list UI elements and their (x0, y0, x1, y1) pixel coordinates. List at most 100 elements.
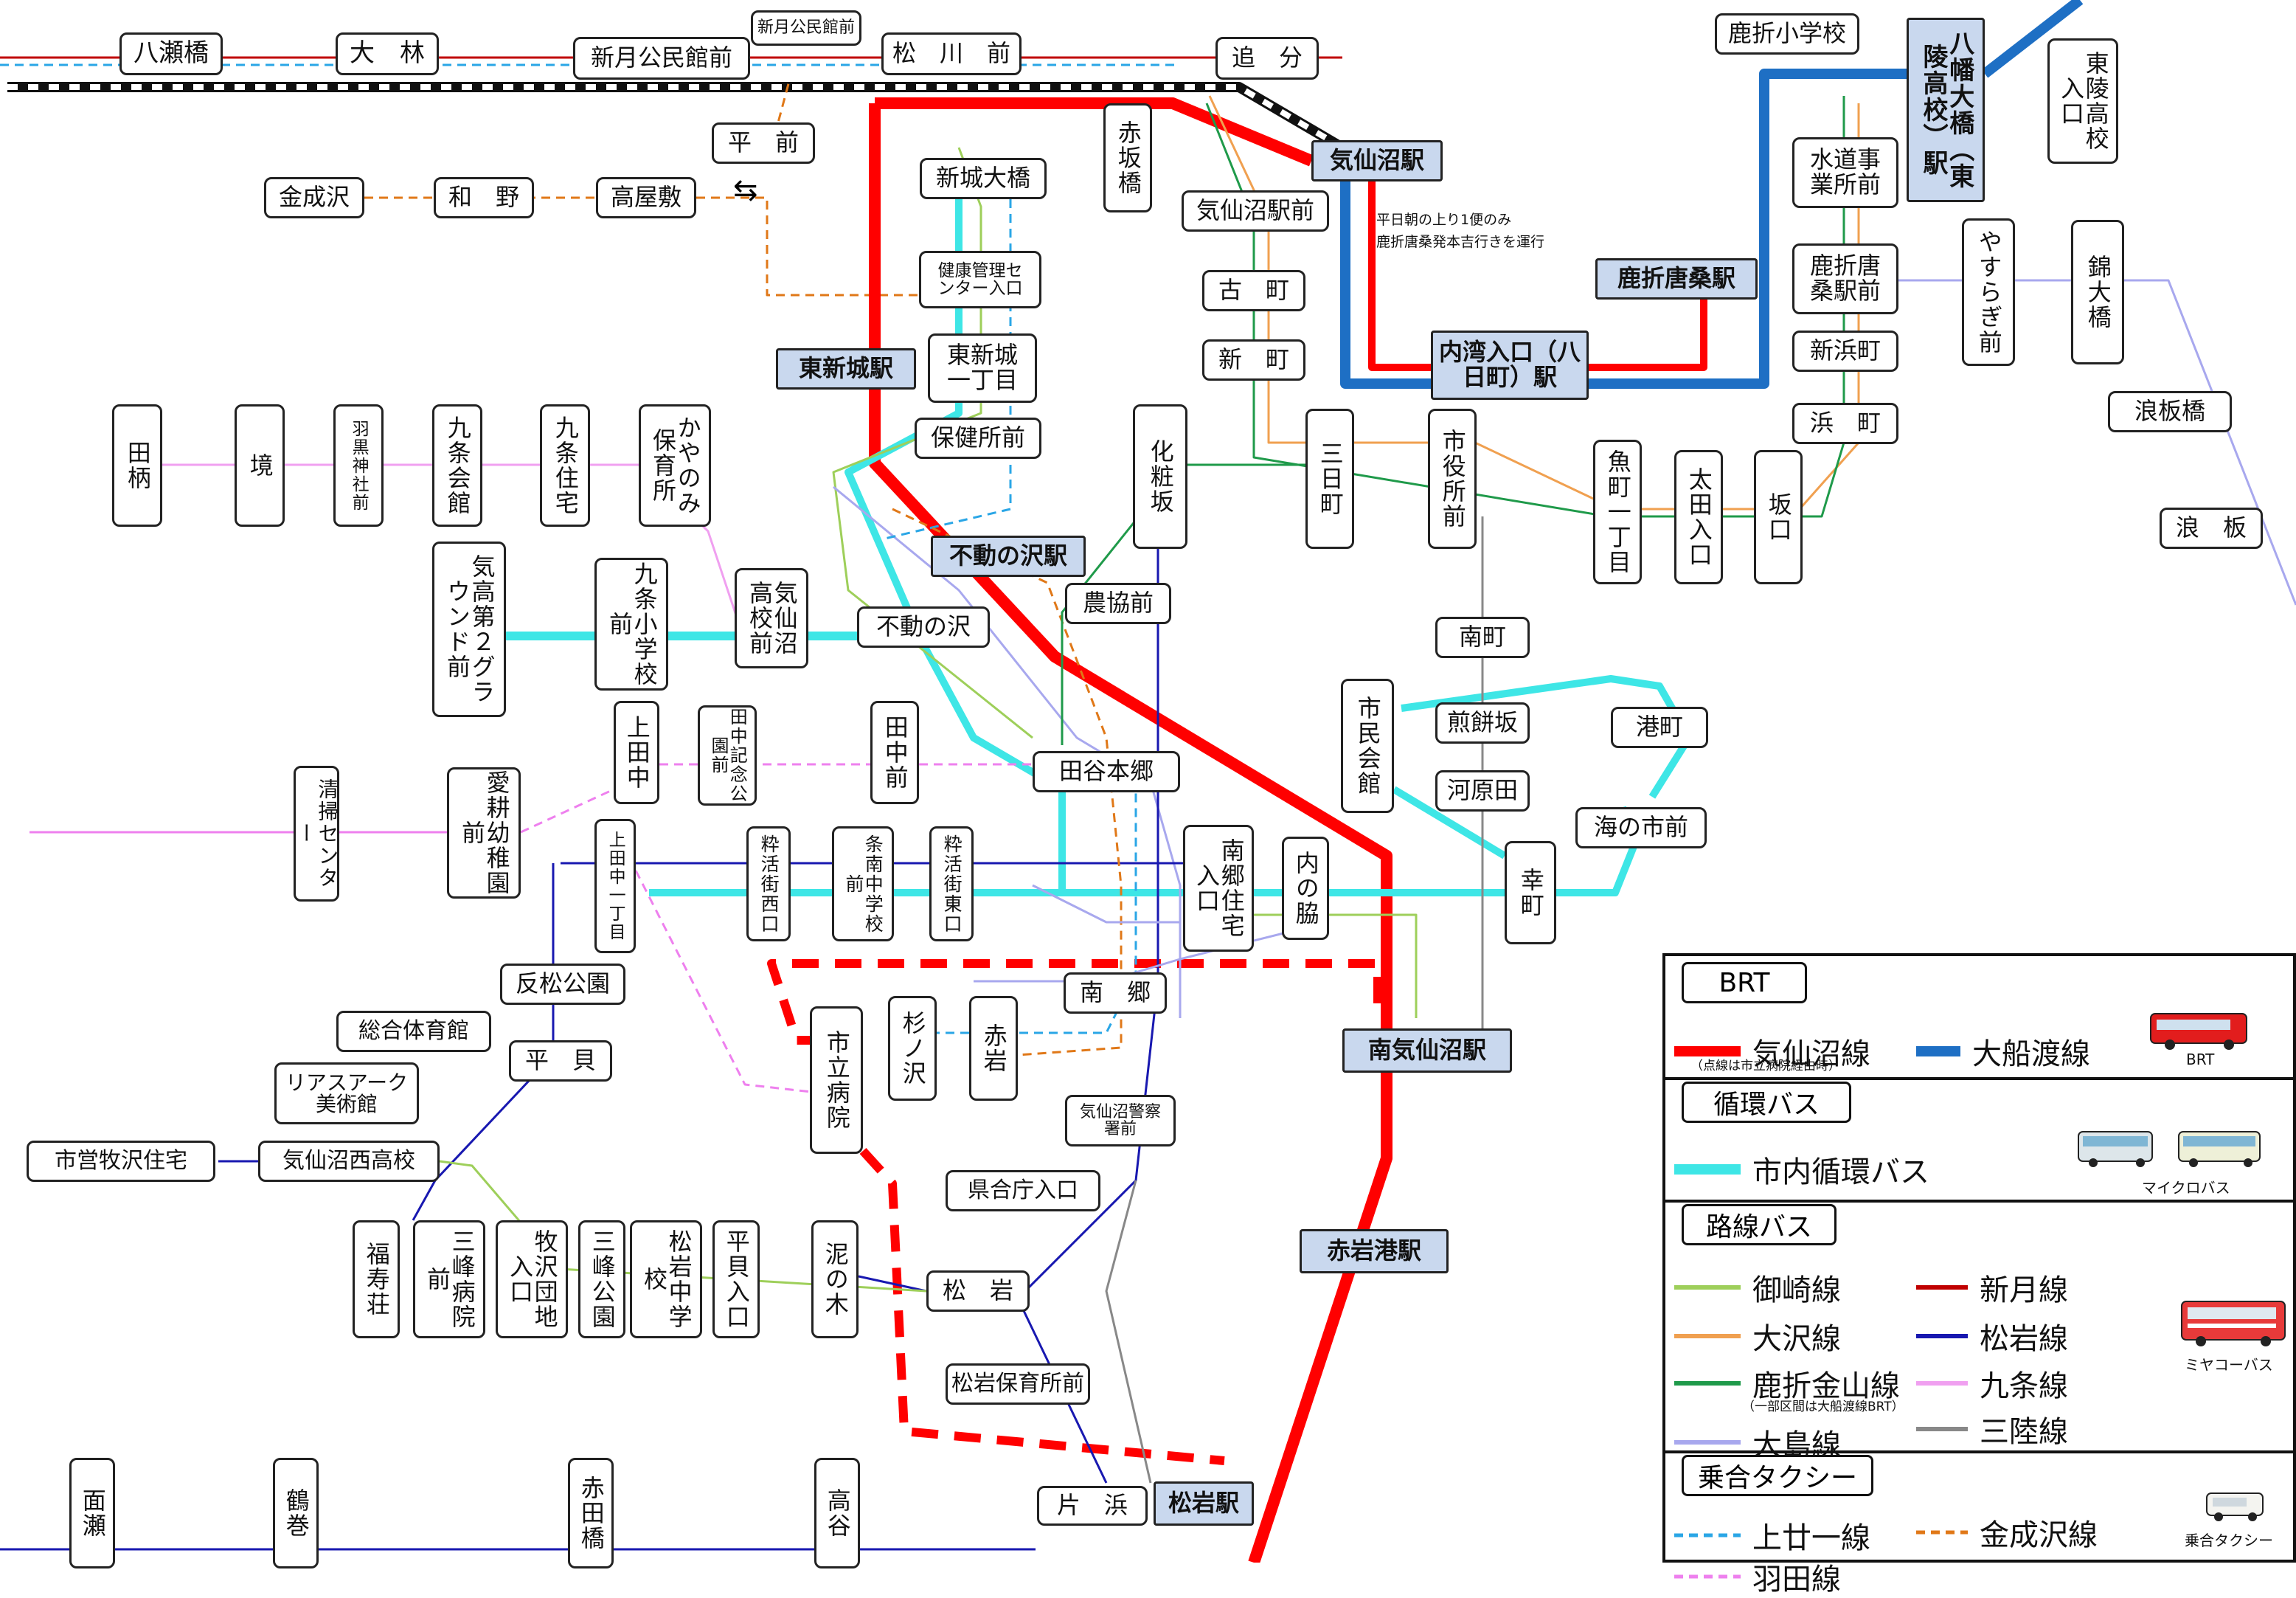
stop-kesen-koko[interactable]: 気仙沼高校前 (735, 568, 808, 668)
stop-kesennuma-ekimae[interactable]: 気仙沼駅前 (1182, 190, 1329, 232)
stop-minatomachi[interactable]: 港町 (1611, 707, 1708, 748)
stop-uomachi[interactable]: 魚町一丁目 (1593, 440, 1642, 584)
stop-yasebashi[interactable]: 八瀬橋 (119, 32, 223, 75)
stop-toryo-koko[interactable]: 東陵高校入口 (2047, 38, 2118, 164)
stop-tsurumaki[interactable]: 鶴巻 (273, 1458, 319, 1568)
stop-namiita[interactable]: 浪 板 (2160, 508, 2263, 549)
stop-minami-kesennuma-sta[interactable]: 南気仙沼駅 (1342, 1028, 1512, 1073)
stop-shishiori-sho[interactable]: 鹿折小学校 (1715, 13, 1859, 55)
stop-hira[interactable]: 平 前 (712, 122, 815, 164)
stop-tanmatsu-koen[interactable]: 反松公園 (500, 964, 625, 1005)
stop-furumachi[interactable]: 古 町 (1202, 270, 1305, 311)
stop-akatabashi[interactable]: 赤田橋 (568, 1458, 614, 1568)
stop-nango-jutaku[interactable]: 南郷住宅入口 (1183, 825, 1254, 952)
stop-nittsuki-kominkan[interactable]: 新月公民館前 (573, 37, 750, 80)
stop-kamitanaka[interactable]: 上田中 (614, 701, 659, 804)
stop-kanenarisawa[interactable]: 金成沢 (264, 177, 364, 218)
stop-fukujuso[interactable]: 福寿荘 (353, 1220, 400, 1338)
stop-nittsuki-kominkan-small[interactable]: 新月公民館前 (751, 10, 861, 46)
stop-rias-ark[interactable]: リアスアーク美術館 (274, 1062, 419, 1124)
stop-nishiki-ohashi[interactable]: 錦大橋 (2071, 220, 2124, 364)
stop-matsuiwa-hoiku[interactable]: 松岩保育所前 (946, 1363, 1090, 1405)
stop-shinmachi[interactable]: 新 町 (1202, 339, 1305, 381)
stop-oiwake[interactable]: 追 分 (1215, 37, 1319, 80)
stop-shinjo-ohashi[interactable]: 新城大橋 (920, 158, 1047, 199)
stop-shishiori-karakuwa-ekimae[interactable]: 鹿折唐桑駅前 (1792, 243, 1898, 314)
stop-seiso[interactable]: 清掃センター (294, 766, 339, 902)
stop-senbei[interactable]: 煎餅坂 (1435, 702, 1530, 744)
stop-kujo-kaikan[interactable]: 九条会館 (432, 404, 482, 527)
stop-kasuikaido-higashi[interactable]: 粋活街東口 (929, 826, 974, 941)
stop-jonan-chu[interactable]: 条南中学校前 (832, 826, 894, 941)
stop-kujo-sho[interactable]: 九条小学校前 (594, 558, 668, 691)
stop-kamitanaka1[interactable]: 上田中一丁目 (594, 819, 636, 953)
stop-ota[interactable]: 太田入口 (1674, 450, 1723, 584)
stop-namiitabashi[interactable]: 浪板橋 (2108, 391, 2232, 432)
stop-kenko-kanri[interactable]: 健康管理センター入口 (919, 251, 1041, 308)
stop-tazuka[interactable]: 田柄 (112, 404, 162, 527)
stop-shiritsu-byoin[interactable]: 市立病院 (810, 1006, 863, 1154)
stop-naiwan[interactable]: 内湾入口（八日町）駅 (1431, 331, 1589, 400)
stop-nokyo[interactable]: 農協前 (1065, 583, 1171, 624)
stop-shiei-makisawa[interactable]: 市営牧沢住宅 (27, 1141, 215, 1182)
stop-nango[interactable]: 南 郷 (1064, 972, 1167, 1014)
stop-kitaka2[interactable]: 気高第２グラウンド前 (432, 542, 506, 717)
stop-fudonosawa-sta[interactable]: 不動の沢駅 (931, 536, 1086, 577)
stop-kasuikaido-nishi[interactable]: 粋活街西口 (746, 826, 791, 941)
stop-matsukawa[interactable]: 松 川 前 (881, 32, 1022, 75)
stop-taya-hongo[interactable]: 田谷本郷 (1033, 751, 1180, 792)
stop-makisawa-danchi[interactable]: 牧沢団地入口 (496, 1220, 568, 1338)
stop-sakaguchi[interactable]: 坂口 (1754, 450, 1803, 584)
stop-matsuiwa[interactable]: 松 岩 (926, 1270, 1030, 1312)
stop-shiyakusho[interactable]: 市役所前 (1428, 409, 1477, 549)
stop-kesennuma-sta[interactable]: 気仙沼駅 (1311, 140, 1443, 181)
stop-keisatsusho[interactable]: 気仙沼警察署前 (1065, 1095, 1176, 1146)
stop-tanakamae[interactable]: 田中前 (870, 701, 919, 804)
stop-uchinowaki[interactable]: 内の脇 (1282, 837, 1329, 940)
stop-suidojigyo[interactable]: 水道事業所前 (1792, 137, 1898, 208)
stop-kujo-jutaku[interactable]: 九条住宅 (540, 404, 590, 527)
stop-uminoichi[interactable]: 海の市前 (1575, 807, 1707, 848)
stop-kencho-iriguchi[interactable]: 県合庁入口 (946, 1170, 1100, 1211)
stop-higashi-shinjo-1[interactable]: 東新城一丁目 (928, 333, 1037, 403)
stop-menze[interactable]: 面瀬 (69, 1458, 115, 1568)
stop-akasakabashi[interactable]: 赤坂橋 (1103, 103, 1152, 212)
stop-katahama[interactable]: 片 浜 (1037, 1486, 1148, 1526)
stop-kawarada[interactable]: 河原田 (1435, 770, 1530, 812)
stop-hokenjo[interactable]: 保健所前 (915, 418, 1041, 459)
stop-kayanomi[interactable]: かやのみ保育所 (639, 404, 711, 527)
stop-yasuragi[interactable]: やすらぎ前 (1962, 218, 2015, 366)
stop-suginosawa[interactable]: 杉ノ沢 (888, 996, 937, 1101)
stop-kesennuma-nishi[interactable]: 気仙沼西高校 (258, 1141, 440, 1182)
stop-saiwai[interactable]: 幸町 (1505, 841, 1556, 944)
stop-matsuiwa-sta[interactable]: 松岩駅 (1154, 1481, 1254, 1526)
stop-takaya[interactable]: 高谷 (814, 1458, 860, 1568)
stop-fudonosawa[interactable]: 不動の沢 (857, 606, 990, 648)
stop-sogo-taiikukan[interactable]: 総合体育館 (336, 1011, 491, 1052)
stop-higashi-shinjo-sta[interactable]: 東新城駅 (776, 348, 916, 390)
stop-takayashiki[interactable]: 高屋敷 (596, 177, 696, 218)
stop-matsuiwa-chu[interactable]: 松岩中学校 (630, 1220, 702, 1338)
stop-kesho[interactable]: 化粧坂 (1133, 404, 1187, 549)
stop-haguro[interactable]: 羽黒神社前 (333, 404, 384, 527)
stop-sanpo-koen[interactable]: 三峰公園 (578, 1220, 625, 1338)
stop-shinhama[interactable]: 新浜町 (1792, 331, 1898, 372)
stop-obayashi[interactable]: 大 林 (336, 32, 439, 75)
stop-sanpo-byoin[interactable]: 三峰病院前 (413, 1220, 485, 1338)
stop-hiragai[interactable]: 平 貝 (509, 1040, 612, 1082)
stop-akaiwako-sta[interactable]: 赤岩港駅 (1300, 1229, 1449, 1273)
stop-hachiman-ohashi[interactable]: 八幡大橋（東陵高校）駅 (1907, 18, 1985, 202)
stop-minamimachi[interactable]: 南町 (1435, 617, 1530, 658)
stop-shimin-kaikan[interactable]: 市民会館 (1341, 679, 1394, 813)
stop-hiragai-iri[interactable]: 平貝入口 (712, 1220, 760, 1338)
stop-mikkamachi[interactable]: 三日町 (1305, 409, 1354, 549)
stop-wano[interactable]: 和 野 (434, 177, 534, 218)
stop-tanaka-kinen[interactable]: 田中記念公園前 (698, 705, 757, 806)
legend-brt-kesennuma-label: 気仙沼線 (1752, 1037, 1870, 1071)
stop-akaiwa[interactable]: 赤岩 (969, 996, 1018, 1101)
stop-shishiori-karakuwa-sta[interactable]: 鹿折唐桑駅 (1595, 258, 1758, 300)
stop-aikyo[interactable]: 愛耕幼稚園前 (447, 767, 521, 899)
stop-hamacho[interactable]: 浜 町 (1792, 403, 1898, 444)
stop-doronoki[interactable]: 泥の木 (811, 1220, 859, 1338)
stop-sakai[interactable]: 境 (235, 404, 285, 527)
